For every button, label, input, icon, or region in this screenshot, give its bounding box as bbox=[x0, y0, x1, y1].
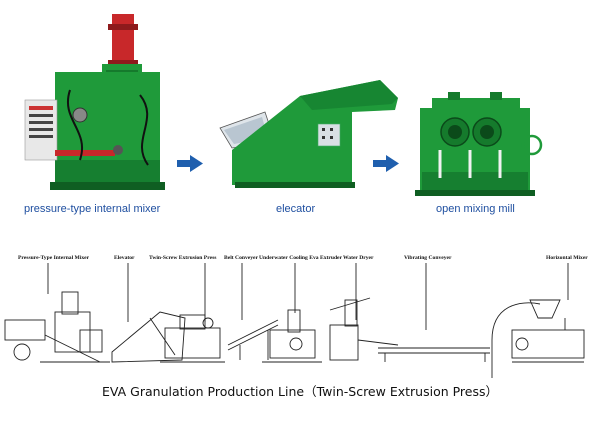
line-label-belt-conveyer: Belt Conveyer bbox=[224, 255, 259, 261]
diagram-title: EVA Granulation Production Line（Twin-Scr… bbox=[101, 384, 499, 399]
line-label-internal-mixer: Pressure-Type Internal Mixer bbox=[18, 255, 90, 261]
line-label-elevator: Elevator bbox=[114, 255, 135, 261]
line-label-vibrating-conveyer: Vibrating Conveyer bbox=[404, 255, 452, 261]
flow-arrow-icon bbox=[177, 155, 203, 172]
line-label-cooling-extruder: Underwater Cooling Eva Extruder bbox=[259, 255, 343, 261]
caption-elevator: elecator bbox=[276, 203, 316, 215]
mixing-mill-icon bbox=[415, 92, 543, 196]
internal-mixer-icon bbox=[24, 14, 165, 190]
caption-mixing-mill: open mixing mill bbox=[436, 203, 515, 215]
line-label-extrusion-press: Twin-Screw Extrusion Press bbox=[149, 255, 217, 261]
line-drawing bbox=[4, 263, 585, 378]
caption-internal-mixer: pressure-type internal mixer bbox=[24, 203, 161, 215]
flow-arrow-icon bbox=[373, 155, 399, 172]
line-label-water-dryer: Water Dryer bbox=[343, 255, 374, 261]
line-label-horizontal-mixer: Horizontal Mixer bbox=[546, 255, 588, 261]
elevator-icon bbox=[219, 80, 398, 188]
